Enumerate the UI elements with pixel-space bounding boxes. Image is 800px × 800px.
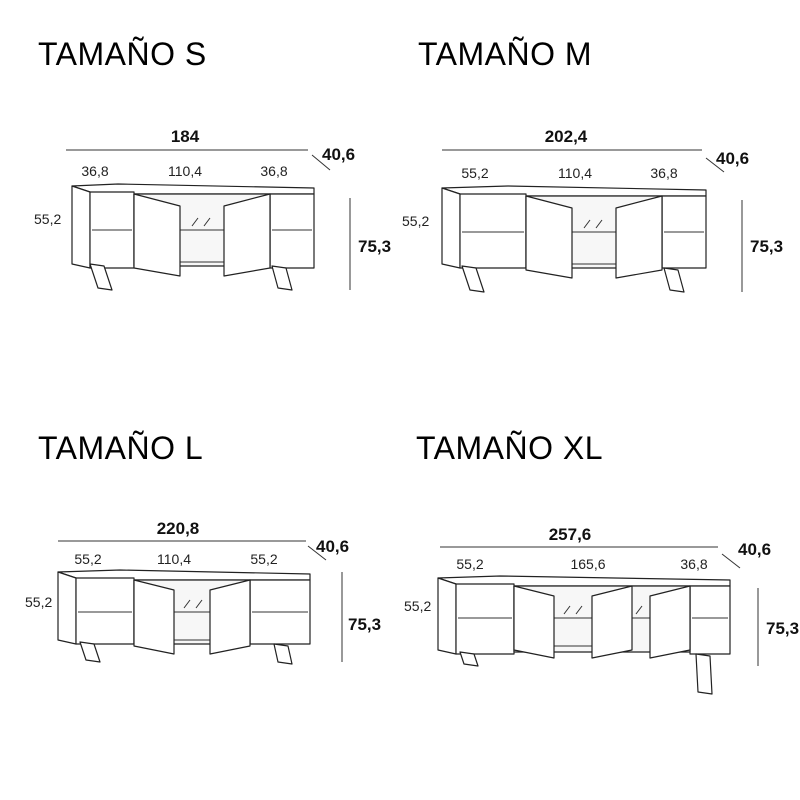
- section-width-label: 55,2: [461, 165, 488, 181]
- size-panel-l: TAMAÑO L 220,8 40,6 55,2 110,4 55,2 55,2…: [0, 400, 400, 800]
- size-title: TAMAÑO M: [418, 36, 593, 72]
- side-height-label: 55,2: [25, 594, 52, 610]
- depth-label: 40,6: [716, 149, 749, 168]
- side-height-label: 55,2: [402, 213, 429, 229]
- sideboard-diagram: 184 40,6 36,8 110,4 36,8 55,2 75,3: [34, 127, 391, 291]
- depth-dimension-line: [705, 157, 725, 173]
- section-width-label: 110,4: [157, 551, 191, 567]
- section-width-label: 36,8: [81, 163, 108, 179]
- sideboard-diagram: 257,6 40,6 55,2 165,6 36,8 55,2 75,3: [404, 525, 799, 695]
- section-width-label: 36,8: [650, 165, 677, 181]
- section-width-label: 55,2: [456, 556, 483, 572]
- height-label: 75,3: [348, 615, 381, 634]
- section-width-label: 110,4: [168, 163, 202, 179]
- total-width-label: 202,4: [545, 127, 588, 146]
- section-width-label: 36,8: [260, 163, 287, 179]
- height-label: 75,3: [766, 619, 799, 638]
- size-panel-s: TAMAÑO S 184 40,6 36,8 110,4 36,8 55,2 7…: [0, 0, 400, 400]
- sideboard: [57, 569, 311, 665]
- depth-dimension-line: [307, 545, 327, 561]
- sideboard: [441, 185, 707, 293]
- total-width-label: 257,6: [549, 525, 592, 544]
- sideboard-diagram: 220,8 40,6 55,2 110,4 55,2 55,2 75,3: [25, 519, 381, 665]
- total-width-label: 220,8: [157, 519, 200, 538]
- height-label: 75,3: [750, 237, 783, 256]
- section-width-label: 55,2: [250, 551, 277, 567]
- section-width-label: 55,2: [74, 551, 101, 567]
- depth-label: 40,6: [316, 537, 349, 556]
- size-panel-m: TAMAÑO M 202,4 40,6 55,2 110,4 36,8 55,2…: [400, 0, 800, 400]
- section-width-label: 36,8: [680, 556, 707, 572]
- section-width-label: 165,6: [570, 556, 605, 572]
- size-panel-xl: TAMAÑO XL 257,6 40,6 55,2 165,6 36,8 55,…: [400, 400, 800, 800]
- depth-dimension-line: [311, 154, 331, 171]
- height-label: 75,3: [358, 237, 391, 256]
- side-height-label: 55,2: [404, 598, 431, 614]
- size-title: TAMAÑO XL: [416, 430, 604, 466]
- side-height-label: 55,2: [34, 211, 61, 227]
- sideboard: [437, 575, 731, 695]
- size-title: TAMAÑO S: [38, 36, 207, 72]
- depth-label: 40,6: [738, 540, 771, 559]
- section-width-label: 110,4: [558, 165, 592, 181]
- size-title: TAMAÑO L: [38, 430, 204, 466]
- depth-label: 40,6: [322, 145, 355, 164]
- total-width-label: 184: [171, 127, 200, 146]
- sideboard: [71, 183, 315, 291]
- depth-dimension-line: [721, 553, 741, 569]
- sideboard-diagram: 202,4 40,6 55,2 110,4 36,8 55,2 75,3: [402, 127, 783, 293]
